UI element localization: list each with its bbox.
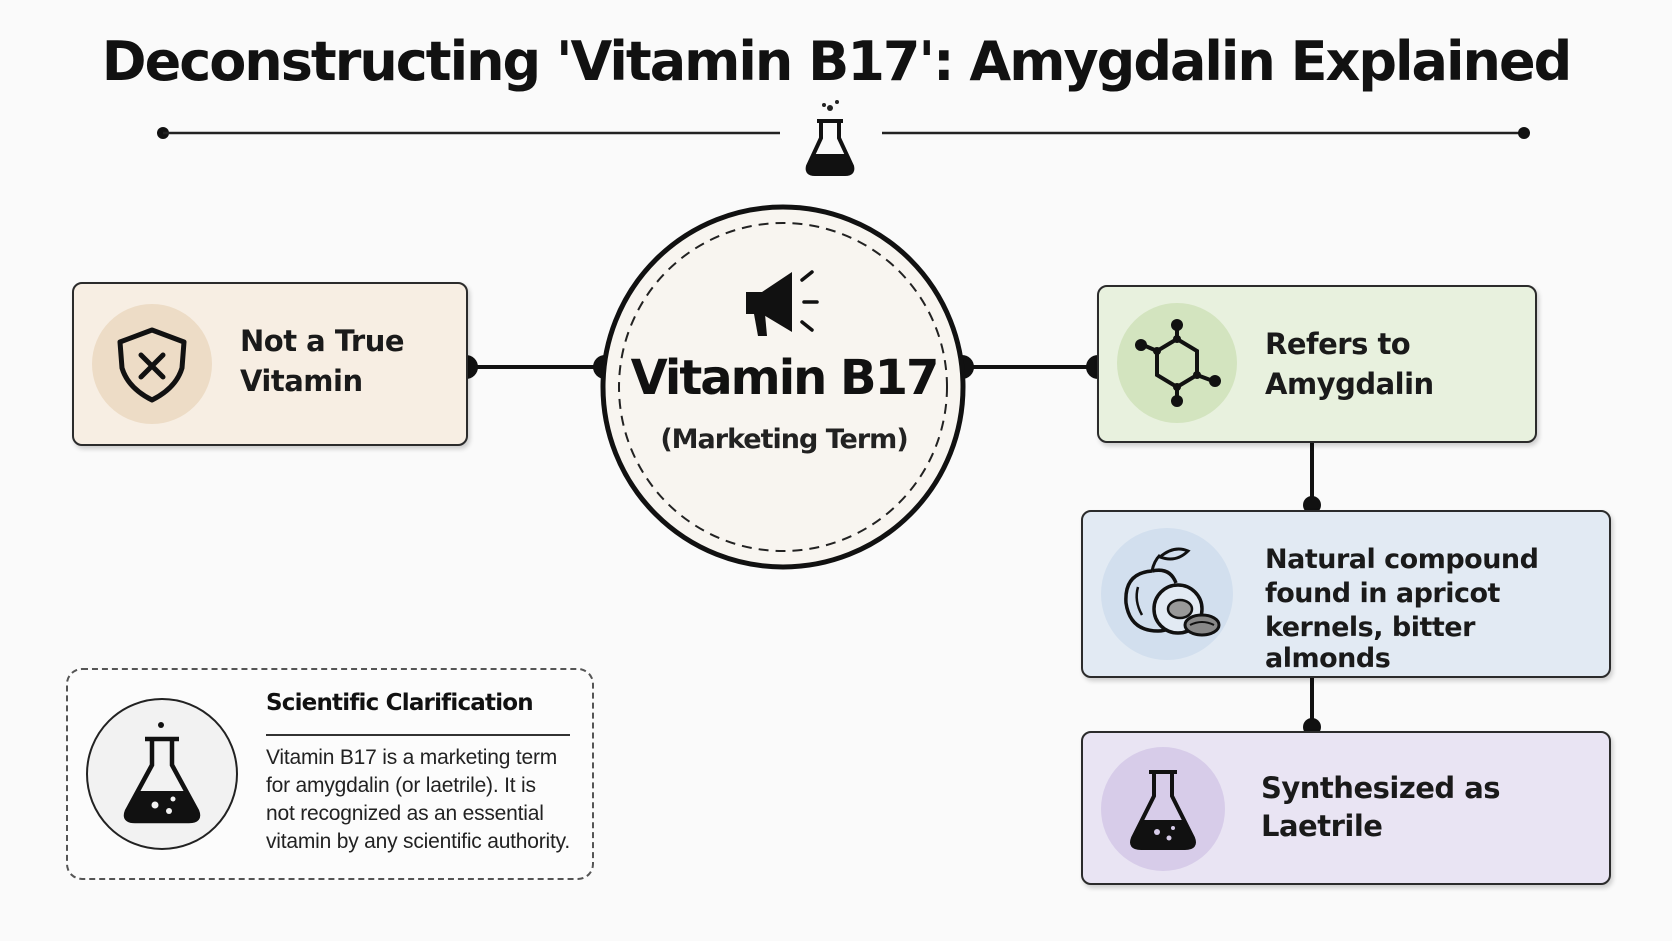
center-label: Vitamin B17: [630, 350, 940, 406]
clarification-body: Vitamin B17 is a marketing term for amyg…: [266, 744, 584, 856]
card-right3-line1: Synthesized as: [1261, 771, 1501, 805]
shield-x-icon: [92, 304, 212, 424]
center-sublabel: (Marketing Term): [660, 424, 908, 455]
card-natural-compound: Natural compound found in apricot kernel…: [1081, 510, 1611, 678]
card-right2-line3: kernels, bitter almonds: [1265, 612, 1475, 674]
title-divider: [157, 127, 1530, 139]
card-left-line2: Vitamin: [240, 364, 363, 398]
molecule-icon: [1117, 303, 1237, 423]
clarification-line: vitamin by any scientific authority.: [266, 830, 571, 853]
connector-right: [950, 355, 1110, 379]
clarification-line: Vitamin B17 is a marketing term: [266, 746, 558, 769]
connector-vertical-2: [1303, 676, 1321, 736]
flask-icon: [1101, 747, 1225, 871]
card-right2-line2: found in apricot: [1265, 578, 1500, 609]
center-node: [600, 204, 966, 570]
megaphone-icon: [746, 270, 819, 336]
card-refers-to-amygdalin: Refers to Amygdalin: [1097, 285, 1537, 443]
card-right1-line1: Refers to: [1265, 327, 1411, 361]
title-flask-icon: [805, 100, 855, 176]
apricot-icon: [1101, 528, 1233, 660]
card-not-true-vitamin: Not a True Vitamin: [72, 282, 468, 446]
clarification-flask-icon: [86, 698, 238, 850]
card-synthesized-laetrile: Synthesized as Laetrile: [1081, 731, 1611, 885]
clarification-title: Scientific Clarification: [266, 690, 534, 716]
connector-left: [454, 355, 617, 379]
page-title: Deconstructing 'Vitamin B17': Amygdalin …: [101, 30, 1572, 93]
card-right1-line2: Amygdalin: [1265, 367, 1434, 401]
scientific-clarification-box: [66, 668, 594, 880]
card-right3-line2: Laetrile: [1261, 809, 1383, 843]
clarification-divider: [266, 734, 570, 736]
card-left-line1: Not a True: [240, 324, 405, 358]
clarification-line: not recognized as an essential: [266, 802, 544, 825]
connector-vertical-1: [1303, 442, 1321, 514]
card-right2-line1: Natural compound: [1265, 544, 1539, 575]
clarification-line: for amygdalin (or laetrile). It is: [266, 774, 536, 797]
